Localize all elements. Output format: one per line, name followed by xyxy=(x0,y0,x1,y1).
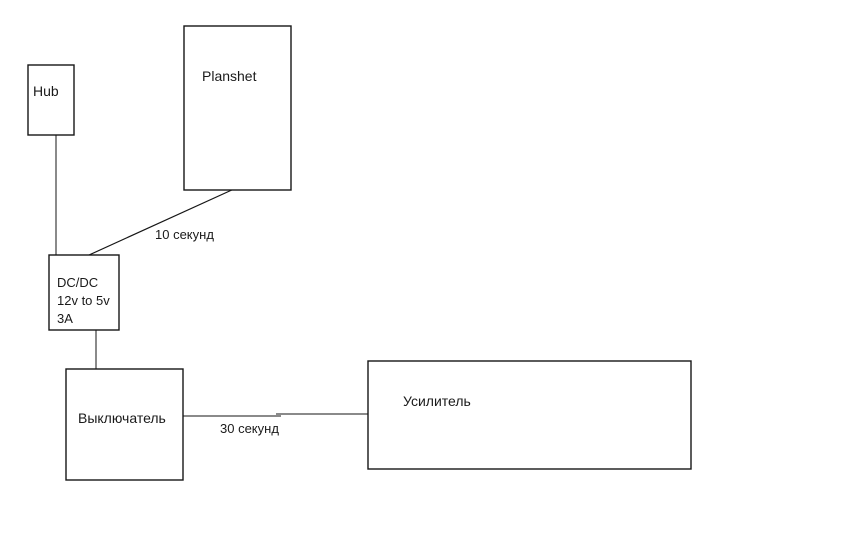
power-switch-box xyxy=(65,368,184,481)
edge-label-30-seconds: 30 секунд xyxy=(220,421,279,436)
planshet-box xyxy=(183,25,292,191)
edge-planshet-to-dcdc xyxy=(88,188,235,256)
amplifier-box xyxy=(367,360,692,470)
amplifier-label: Усилитель xyxy=(403,393,471,409)
dcdc-label-line3: 3A xyxy=(57,311,73,326)
dcdc-label-line2: 12v to 5v xyxy=(57,293,110,308)
edge-label-10-seconds: 10 секунд xyxy=(155,227,214,242)
dcdc-label-line1: DC/DC xyxy=(57,275,98,290)
hub-box xyxy=(27,64,75,136)
power-switch-label: Выключатель xyxy=(78,410,166,426)
dcdc-converter-box xyxy=(48,254,120,331)
planshet-label: Planshet xyxy=(202,68,257,84)
hub-label: Hub xyxy=(33,83,59,99)
